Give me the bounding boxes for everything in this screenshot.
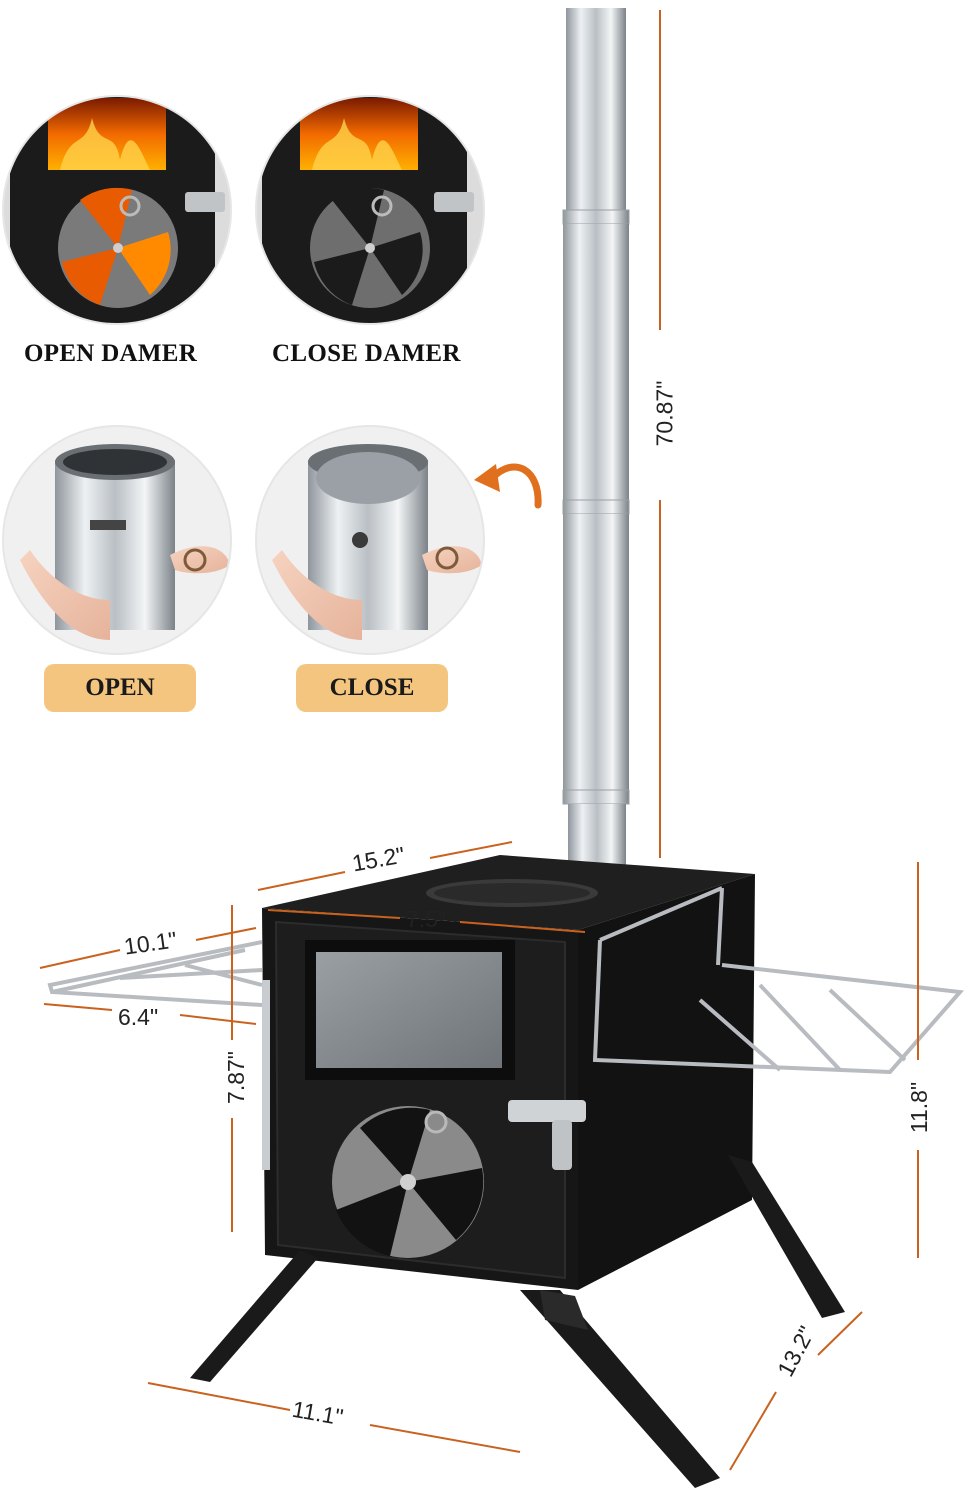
open-damper-detail	[3, 96, 231, 324]
body-width-label: 7.5"	[406, 906, 447, 932]
body-height-label: 7.87"	[222, 1051, 249, 1104]
pipe-damper-open-detail	[3, 426, 231, 654]
right-rack-height-label: 11.8"	[906, 1081, 933, 1134]
stove-legs	[190, 1155, 845, 1488]
left-rack	[47, 940, 263, 1007]
close-damper-caption: CLOSE DAMER	[272, 340, 461, 367]
left-rack-width-label: 6.4"	[118, 1004, 159, 1030]
chimney-pipe	[562, 8, 630, 866]
rotate-arrow-icon	[488, 463, 542, 509]
open-damper-caption: OPEN DAMER	[24, 340, 198, 367]
pipe-height-label: 70.87"	[651, 380, 678, 447]
pipe-damper-open-label: OPEN	[44, 664, 196, 712]
dimension-lines	[39, 10, 919, 1471]
close-damper-detail	[256, 96, 484, 324]
right-rack	[592, 886, 965, 1075]
stove-body	[262, 855, 755, 1290]
pipe-damper-close-detail	[256, 426, 484, 654]
pipe-damper-close-label: CLOSE	[296, 664, 448, 712]
